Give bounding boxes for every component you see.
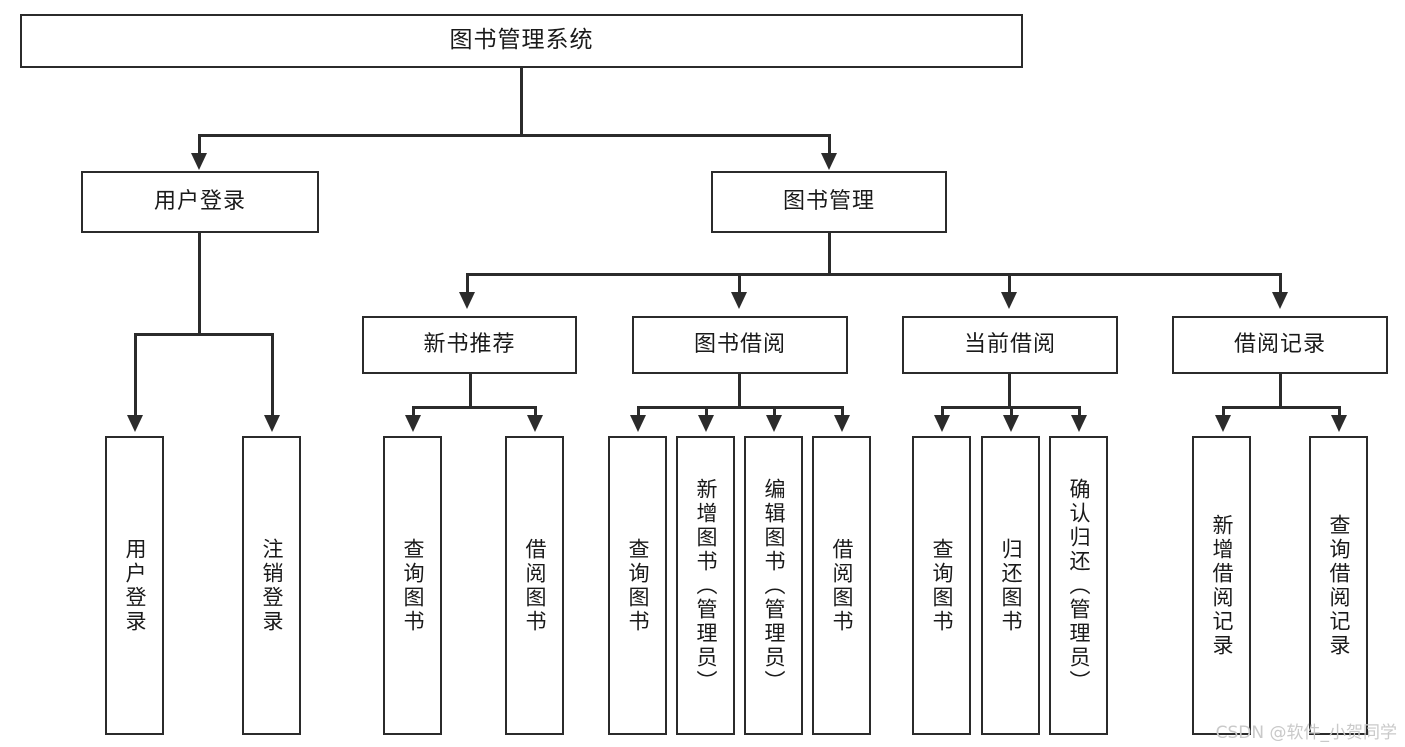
arrow-book-mgmt-to-new-book [459,292,475,309]
arrow-borrow-to-leaf-1 [630,415,646,432]
arrow-root-to-user-login [191,153,207,170]
node-borrow-record[interactable]: 借阅记录 [1172,316,1388,374]
arrow-borrow-to-leaf-3 [766,415,782,432]
connector-book-mgmt-to-record [1279,273,1282,295]
arrow-record-to-leaf-2 [1331,415,1347,432]
node-label: 借阅图书 [830,537,855,634]
arrow-user-login-to-leaf-2 [264,415,280,432]
leaf-borrow-borrow-book[interactable]: 借阅图书 [812,436,871,735]
connector-root-stem [520,68,523,136]
connector-current-stem [1008,374,1011,409]
connector-record-stem [1279,374,1282,409]
csdn-watermark: CSDN @软件_小贺同学 [1215,723,1397,743]
node-label: 当前借阅 [963,332,1056,358]
connector-current-to-leaf-3 [1078,406,1081,418]
connector-borrow-to-leaf-3 [773,406,776,418]
connector-new-book-to-leaf-1 [412,406,415,418]
leaf-borrow-edit-book-admin[interactable]: 编辑图书（管理员） [744,436,803,735]
connector-borrow-to-leaf-2 [705,406,708,418]
arrow-root-to-book-mgmt [821,153,837,170]
node-label: 借阅记录 [1233,332,1326,358]
connector-root-to-book-mgmt [828,134,831,156]
node-label: 图书借阅 [693,332,786,358]
leaf-record-add-record[interactable]: 新增借阅记录 [1192,436,1251,735]
arrow-borrow-to-leaf-2 [698,415,714,432]
connector-book-mgmt-stem [828,233,831,275]
arrow-current-to-leaf-2 [1003,415,1019,432]
connector-book-mgmt-to-new-book [466,273,469,295]
node-book-borrow[interactable]: 图书借阅 [632,316,848,374]
node-label: 编辑图书（管理员） [762,477,787,694]
node-label: 新增图书（管理员） [694,477,719,694]
arrow-user-login-to-leaf-1 [127,415,143,432]
connector-record-to-leaf-2 [1338,406,1341,418]
connector-record-bar [1222,406,1341,409]
connector-record-to-leaf-1 [1222,406,1225,418]
connector-borrow-to-leaf-4 [841,406,844,418]
connector-root-to-user-login [198,134,201,156]
connector-user-login-bar [134,333,274,336]
connector-borrow-to-leaf-1 [637,406,640,418]
node-label: 查询借阅记录 [1327,513,1352,658]
node-label: 图书管理 [782,189,875,215]
leaf-record-query-record[interactable]: 查询借阅记录 [1309,436,1368,735]
node-label: 新增借阅记录 [1210,513,1235,658]
node-label: 注销登录 [260,537,285,634]
leaf-user-login-login[interactable]: 用户登录 [105,436,164,735]
node-label: 归还图书 [999,537,1024,634]
node-label: 查询图书 [626,537,651,634]
node-current-borrow[interactable]: 当前借阅 [902,316,1118,374]
connector-book-mgmt-to-current [1008,273,1011,295]
node-label: 查询图书 [401,537,426,634]
connector-book-mgmt-to-borrow [738,273,741,295]
connector-current-to-leaf-2 [1010,406,1013,418]
node-label: 图书管理系统 [449,27,594,54]
node-root-system[interactable]: 图书管理系统 [20,14,1023,68]
connector-borrow-stem [738,374,741,409]
node-label: 用户登录 [123,537,148,634]
leaf-current-confirm-return-admin[interactable]: 确认归还（管理员） [1049,436,1108,735]
arrow-new-book-to-leaf-2 [527,415,543,432]
leaf-borrow-query-book[interactable]: 查询图书 [608,436,667,735]
node-label: 新书推荐 [423,332,516,358]
leaf-borrow-add-book-admin[interactable]: 新增图书（管理员） [676,436,735,735]
node-book-management[interactable]: 图书管理 [711,171,947,233]
arrow-book-mgmt-to-record [1272,292,1288,309]
connector-current-to-leaf-1 [941,406,944,418]
arrow-new-book-to-leaf-1 [405,415,421,432]
node-new-book-recommend[interactable]: 新书推荐 [362,316,577,374]
connector-borrow-bar [637,406,844,409]
connector-new-book-stem [469,374,472,409]
node-label: 查询图书 [930,537,955,634]
connector-book-mgmt-bar [466,273,1282,276]
connector-root-bar [198,134,830,137]
leaf-new-book-borrow[interactable]: 借阅图书 [505,436,564,735]
connector-user-login-to-leaf-2 [271,333,274,418]
leaf-new-book-query[interactable]: 查询图书 [383,436,442,735]
connector-new-book-bar [412,406,537,409]
node-label: 用户登录 [153,189,246,215]
arrow-borrow-to-leaf-4 [834,415,850,432]
connector-user-login-to-leaf-1 [134,333,137,418]
leaf-current-query-book[interactable]: 查询图书 [912,436,971,735]
arrow-record-to-leaf-1 [1215,415,1231,432]
arrow-current-to-leaf-1 [934,415,950,432]
arrow-current-to-leaf-3 [1071,415,1087,432]
leaf-user-login-logout[interactable]: 注销登录 [242,436,301,735]
connector-new-book-to-leaf-2 [534,406,537,418]
node-label: 借阅图书 [523,537,548,634]
node-user-login[interactable]: 用户登录 [81,171,319,233]
arrow-book-mgmt-to-borrow [731,292,747,309]
connector-user-login-stem [198,233,201,335]
node-label: 确认归还（管理员） [1067,477,1092,694]
leaf-current-return-book[interactable]: 归还图书 [981,436,1040,735]
arrow-book-mgmt-to-current [1001,292,1017,309]
